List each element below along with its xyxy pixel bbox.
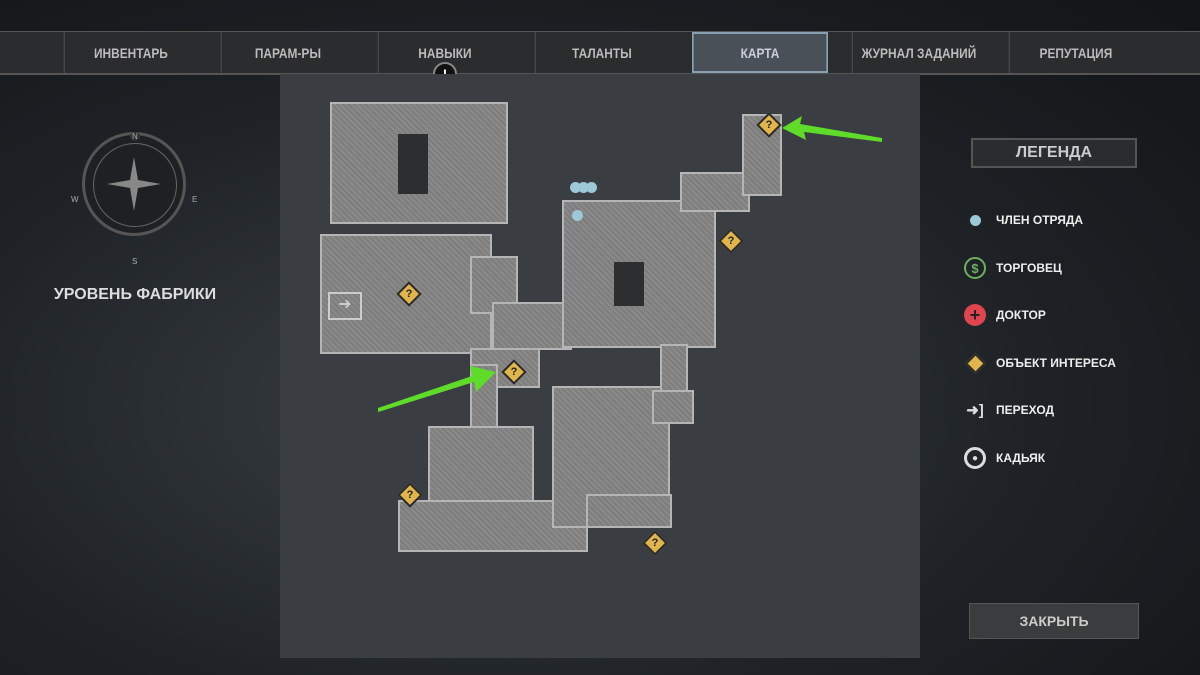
tab-stats[interactable]: ПАРАМ-РЫ (220, 32, 354, 73)
legend-item-squad: ЧЛЕН ОТРЯДА (964, 209, 1083, 231)
merchant-icon: $ (964, 257, 986, 279)
legend-item-kodiak: ● КАДЬЯК (964, 447, 1045, 469)
compass-star-icon (107, 157, 161, 211)
green-arrow-icon (378, 366, 496, 412)
transition-icon: ➜] (966, 402, 984, 419)
squad-member-marker[interactable] (570, 182, 581, 193)
compass-w: W (71, 195, 79, 204)
legend-item-doctor: + ДОКТОР (964, 304, 1046, 326)
legend-label: ДОКТОР (996, 308, 1046, 322)
map-view[interactable]: ➜ ? ? ? ? ? ? (280, 74, 920, 658)
transition-icon[interactable]: ➜ (328, 292, 362, 320)
legend-label: ТОРГОВЕЦ (996, 261, 1062, 275)
top-nav: ИНВЕНТАРЬ ПАРАМ-РЫ НАВЫКИ ТАЛАНТЫ КАРТА … (0, 31, 1200, 75)
close-button[interactable]: ЗАКРЫТЬ (969, 603, 1139, 639)
map-room (586, 494, 672, 528)
legend-title: ЛЕГЕНДА (971, 138, 1137, 168)
squad-member-marker[interactable] (578, 182, 589, 193)
level-name: УРОВЕНЬ ФАБРИКИ (53, 286, 217, 303)
legend-item-transition: ➜] ПЕРЕХОД (964, 399, 1054, 421)
green-arrow-icon (782, 116, 882, 142)
squad-member-icon (964, 209, 986, 231)
compass: N W E S (71, 132, 197, 266)
tab-inventory[interactable]: ИНВЕНТАРЬ (63, 32, 197, 73)
tab-reputation[interactable]: РЕПУТАЦИЯ (1008, 32, 1142, 73)
doctor-icon: + (964, 304, 986, 326)
compass-e: E (192, 195, 198, 204)
legend-item-poi: ОБЪЕКТ ИНТЕРЕСА (964, 352, 1116, 374)
point-of-interest-icon (964, 352, 986, 374)
tab-quest-log[interactable]: ЖУРНАЛ ЗАДАНИЙ (851, 32, 985, 73)
compass-n: N (130, 132, 140, 141)
tab-talents[interactable]: ТАЛАНТЫ (534, 32, 668, 73)
compass-s: S (132, 257, 138, 266)
legend-label: ОБЪЕКТ ИНТЕРЕСА (996, 356, 1116, 370)
map-room (660, 344, 688, 392)
kodiak-icon: ● (964, 447, 986, 469)
legend-label: ЧЛЕН ОТРЯДА (996, 213, 1084, 227)
legend-label: КАДЬЯК (996, 451, 1046, 465)
legend-item-merchant: $ ТОРГОВЕЦ (964, 257, 1062, 279)
squad-member-marker[interactable] (586, 182, 597, 193)
legend-label: ПЕРЕХОД (996, 403, 1055, 417)
squad-member-marker[interactable] (572, 210, 583, 221)
tab-map[interactable]: КАРТА (692, 32, 828, 73)
tab-skills[interactable]: НАВЫКИ (377, 32, 511, 73)
